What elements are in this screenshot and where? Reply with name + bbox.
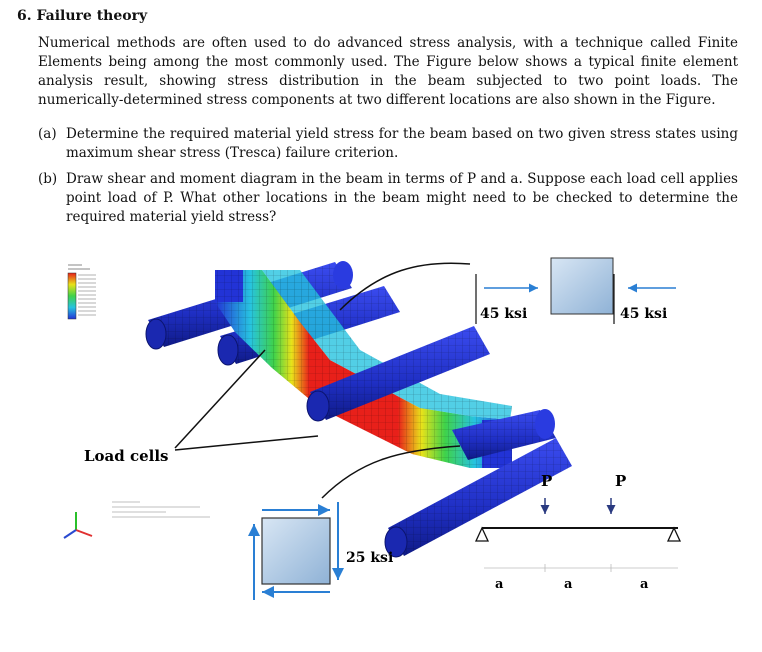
contour-legend bbox=[66, 262, 110, 320]
span-label-a3: a bbox=[640, 577, 649, 592]
part-b-label: (b) bbox=[38, 171, 58, 187]
part-b-text: Draw shear and moment diagram in the bea… bbox=[66, 171, 738, 225]
callout-lines bbox=[174, 262, 471, 499]
roller-right bbox=[452, 409, 556, 460]
part-a-text: Determine the required material yield st… bbox=[66, 126, 738, 161]
figure-svg: Load cells 45 ksi 45 ksi 25 ksi bbox=[63, 257, 682, 600]
stress-label-bottom: 25 ksi bbox=[346, 550, 393, 566]
stress-element-bottom: 25 ksi bbox=[248, 502, 393, 600]
span-label-a2: a bbox=[564, 577, 573, 592]
beam-schematic: P P a a a bbox=[474, 472, 682, 592]
axis-triad-icon bbox=[63, 501, 210, 539]
part-b: (b) Draw shear and moment diagram in the… bbox=[38, 170, 738, 227]
load-p-left: P bbox=[541, 472, 552, 490]
roller-front-middle bbox=[306, 326, 490, 422]
roller-bottom bbox=[384, 438, 572, 558]
span-label-a1: a bbox=[495, 577, 504, 592]
load-p-right: P bbox=[615, 472, 626, 490]
part-a: (a) Determine the required material yiel… bbox=[38, 125, 738, 163]
question-title: 6. Failure theory bbox=[17, 8, 148, 24]
stress-element-top: 45 ksi 45 ksi bbox=[475, 257, 676, 324]
stress-label-top-right: 45 ksi bbox=[620, 306, 667, 322]
fea-figure: Load cells 45 ksi 45 ksi 25 ksi bbox=[0, 240, 762, 648]
stress-label-top-left: 45 ksi bbox=[480, 306, 527, 322]
question-intro: Numerical methods are often used to do a… bbox=[38, 35, 738, 108]
part-a-label: (a) bbox=[38, 126, 57, 142]
load-cells-label: Load cells bbox=[84, 447, 169, 465]
